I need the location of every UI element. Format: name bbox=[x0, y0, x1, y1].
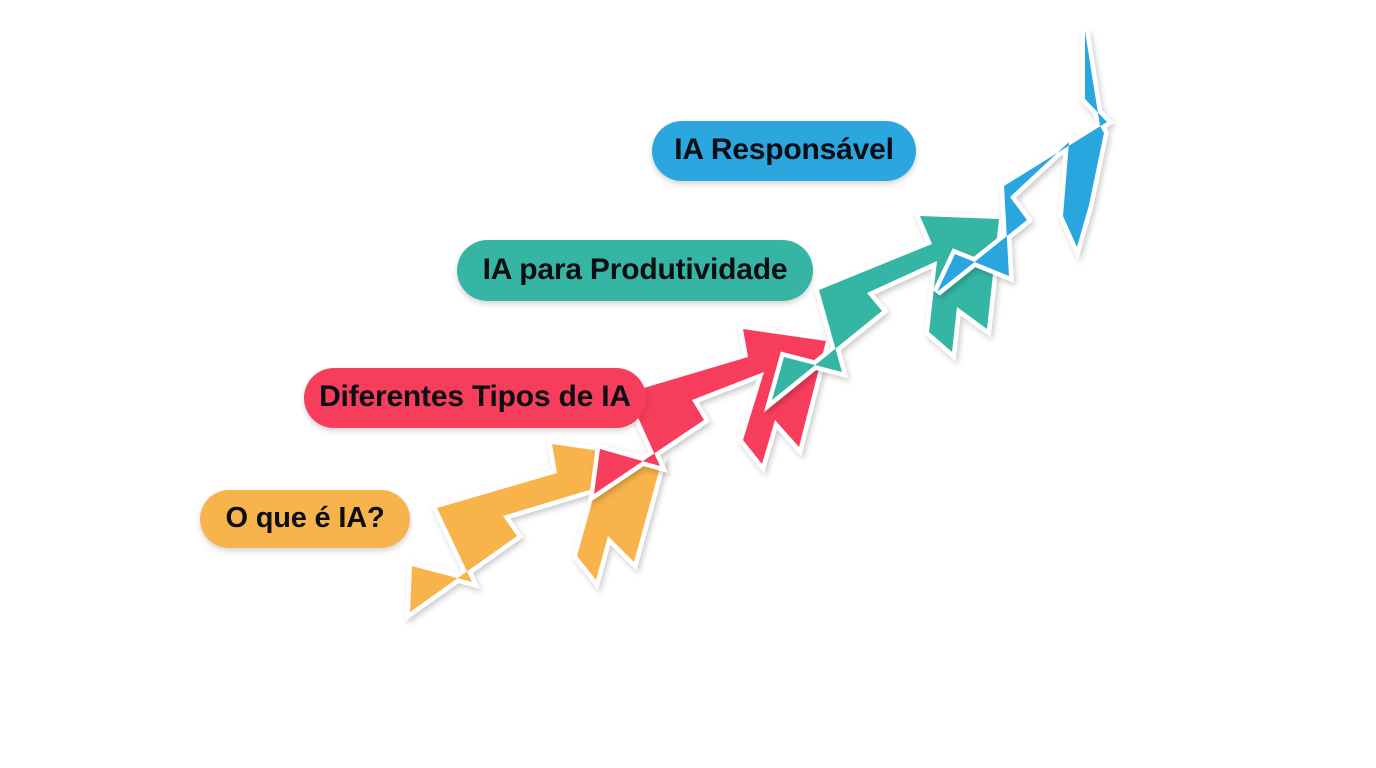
step-label-pill-1[interactable]: O que é IA? bbox=[200, 490, 410, 548]
step-label-pill-4[interactable]: IA Responsável bbox=[652, 121, 916, 181]
arrow-step-4-fill bbox=[937, 31, 1107, 292]
step-label-pill-2[interactable]: Diferentes Tipos de IA bbox=[304, 368, 646, 428]
arrow-step-2-fill bbox=[594, 329, 826, 494]
step-label-text-2: Diferentes Tipos de IA bbox=[319, 380, 631, 413]
arrow-step-3-group bbox=[763, 211, 1004, 413]
step-label-text-4: IA Responsável bbox=[674, 133, 894, 166]
step-label-text-3: IA para Produtividade bbox=[482, 252, 788, 286]
arrow-step-2-group bbox=[588, 323, 832, 504]
step-label-pill-3[interactable]: IA para Produtividade bbox=[457, 240, 813, 301]
step-label-text-1: O que é IA? bbox=[225, 501, 385, 534]
arrow-step-4-group bbox=[932, 30, 1115, 296]
arrow-step-3-fill bbox=[772, 216, 999, 400]
